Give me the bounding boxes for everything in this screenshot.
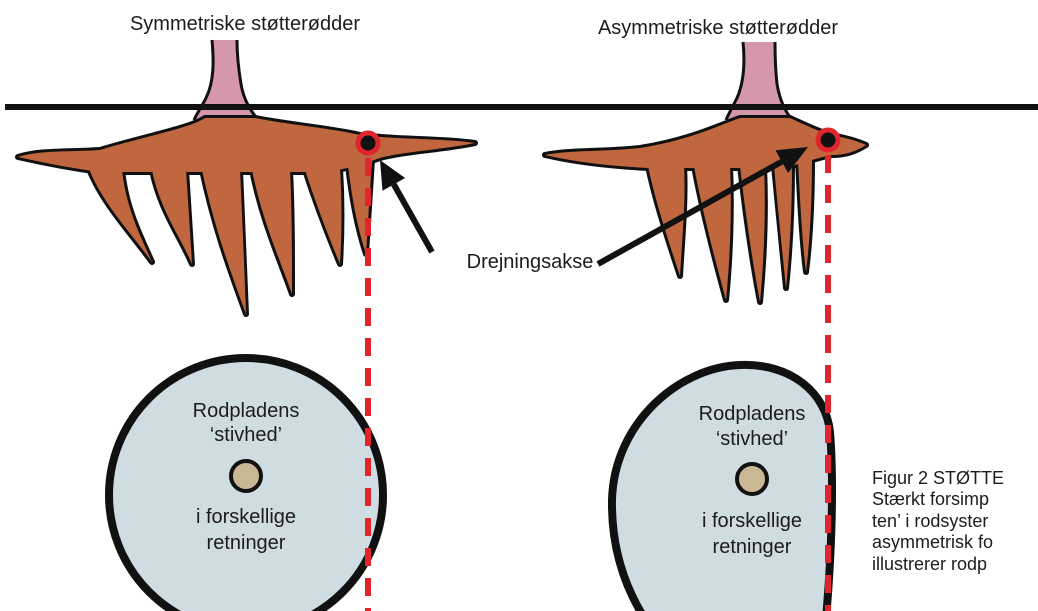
rotation-axis-marker-right [818,130,838,150]
rotation-axis-label: Drejningsakse [467,251,594,273]
title-asymmetric: Asymmetriske støtterødder [598,17,838,39]
trunk-center-disc-left [231,461,261,491]
ground-line [5,104,1038,110]
trunk-center-disc-right [737,464,767,494]
plate-right-line1: Rodpladens [699,403,806,425]
rotation-axis-marker-left [358,133,378,153]
plate-left-line3: i forskellige [196,506,296,528]
plate-right-line4: retninger [713,536,792,558]
plate-left-line2: ‘stivhed’ [210,424,282,446]
plate-left-line4: retninger [207,532,286,554]
plate-right-line3: i forskellige [702,510,802,532]
figure-caption: Figur 2 STØTTE Stærkt forsimp ten’ i rod… [872,468,1004,574]
title-symmetric: Symmetriske støtterødder [130,13,360,35]
root-plate-asymmetric [612,365,832,611]
plate-right-line2: ‘stivhed’ [716,428,788,450]
caption-line: ten’ i rodsyster [872,511,988,531]
caption-line: illustrerer rodp [872,554,987,574]
caption-line: asymmetrisk fo [872,532,993,552]
root-system-symmetric [18,118,475,314]
caption-line: Stærkt forsimp [872,489,989,509]
caption-line: Figur 2 STØTTE [872,468,1004,488]
plate-left-line1: Rodpladens [193,400,300,422]
arrow-to-axis-left [380,160,432,252]
